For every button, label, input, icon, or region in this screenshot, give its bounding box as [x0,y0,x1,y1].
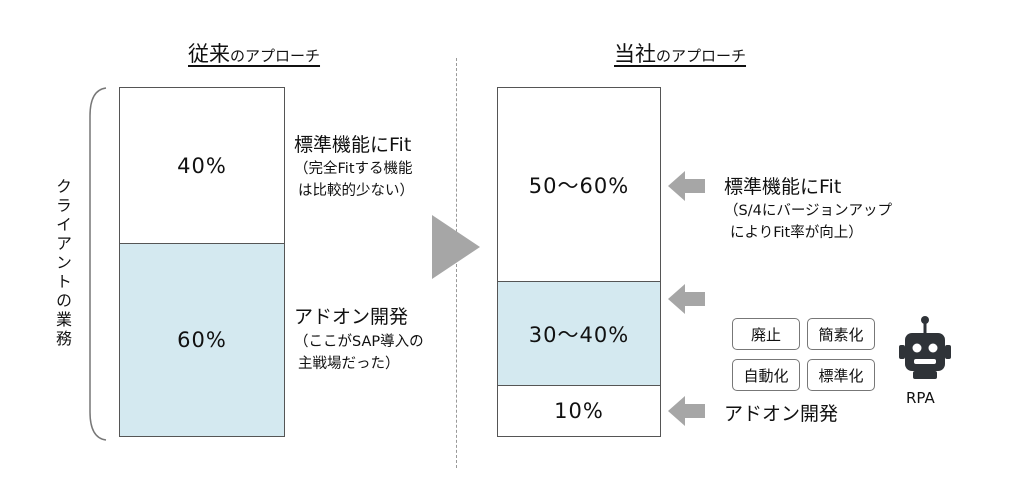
left-label2-main: アドオン開発 [294,306,409,328]
right-box-top: 50～60% [497,87,661,282]
client-business-label: クライアントの業務 [53,178,72,349]
left-box-bottom: 60% [119,243,285,437]
arrow-left-icon [668,396,705,426]
left-label1-sub2: は比較的少ない） [298,183,414,199]
left-label2-sub1: （ここがSAP導入の [294,334,424,350]
right-box-mid: 30～40% [497,281,661,386]
tag-simplify: 簡素化 [807,318,875,350]
right-label3-main: アドオン開発 [724,403,839,425]
tag-abolish: 廃止 [732,318,800,350]
left-box-top: 40% [119,87,285,244]
right-heading: 当社のアプローチ [614,38,746,68]
left-label1-sub1: （完全Fitする機能 [294,161,413,177]
right-label1-sub1: （S/4にバージョンアップ [724,203,893,219]
arrow-left-icon [668,284,705,314]
right-heading-sub: のアプローチ [656,47,747,65]
arrow-left-icon [668,171,705,201]
right-bottom-percent: 10% [554,399,604,423]
robot-icon [899,316,951,379]
tag-automate: 自動化 [732,359,800,391]
rpa-label: RPA [906,389,935,407]
right-heading-main: 当社 [614,42,656,66]
left-heading-sub: のアプローチ [230,47,321,65]
right-top-percent: 50～60% [528,173,630,198]
right-label1-sub2: によりFit率が向上） [730,225,863,241]
tag-standardize: 標準化 [807,359,875,391]
right-label1-main: 標準機能にFit [724,176,842,198]
left-heading: 従来のアプローチ [188,38,320,68]
right-box-bottom: 10% [497,385,661,437]
client-bracket [89,87,107,441]
left-label2-sub2: 主戦場だった） [298,356,400,372]
left-bottom-percent: 60% [177,328,227,352]
triangle-right-icon [432,215,480,279]
left-top-percent: 40% [177,153,227,178]
left-heading-main: 従来 [188,42,230,66]
left-label1-main: 標準機能にFit [294,134,412,156]
right-mid-percent: 30～40% [528,322,630,347]
center-divider [456,58,457,468]
